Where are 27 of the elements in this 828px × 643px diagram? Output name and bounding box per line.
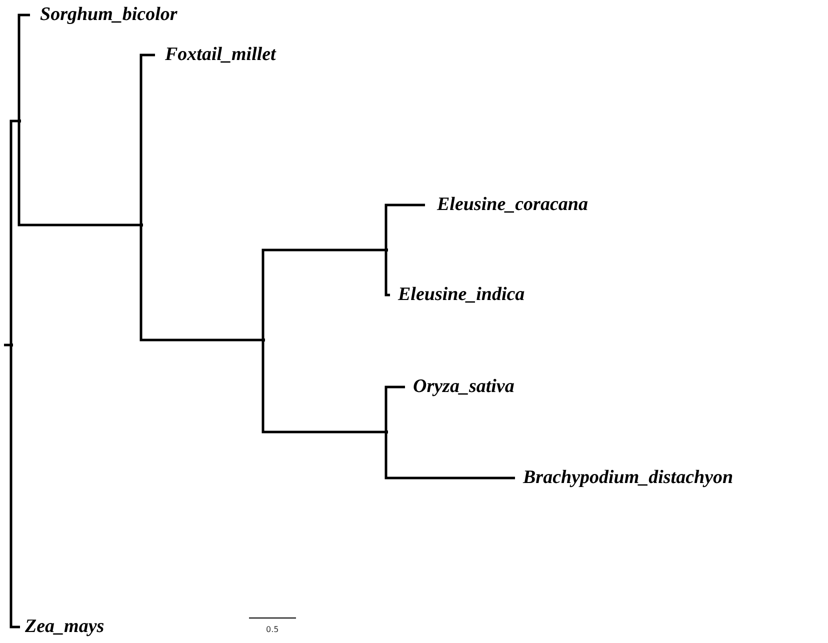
tree-junction <box>385 430 388 434</box>
tree-branch <box>18 14 30 121</box>
taxon-label: Oryza_sativa <box>413 376 514 398</box>
taxon-label: Zea_mays <box>25 616 104 638</box>
tree-branch <box>384 204 425 250</box>
taxon-label: Eleusine_coracana <box>437 194 588 216</box>
tree-junction <box>18 120 21 122</box>
taxon-label: Sorghum_bicolor <box>40 4 178 26</box>
tree-branch <box>262 340 385 434</box>
taxon-label: Eleusine_indica <box>398 284 525 306</box>
scale-value: 0.5 <box>266 625 279 634</box>
tree-junction <box>10 344 13 346</box>
tree-junction <box>385 248 388 252</box>
tree-branch <box>140 54 155 225</box>
tree-branch <box>10 120 18 345</box>
tree-branch <box>18 121 140 226</box>
tree-junction <box>262 338 265 342</box>
tree-branch <box>262 248 385 340</box>
tree-junction <box>140 224 143 226</box>
tree-branch <box>4 344 10 346</box>
taxon-label: Brachypodium_distachyon <box>523 467 734 489</box>
tree-branch <box>384 386 405 432</box>
tree-branch <box>384 250 390 296</box>
tree-branch <box>10 345 20 628</box>
tree-branch <box>384 432 515 480</box>
taxon-label: Foxtail_millet <box>165 44 276 66</box>
tree-branch <box>140 225 262 342</box>
